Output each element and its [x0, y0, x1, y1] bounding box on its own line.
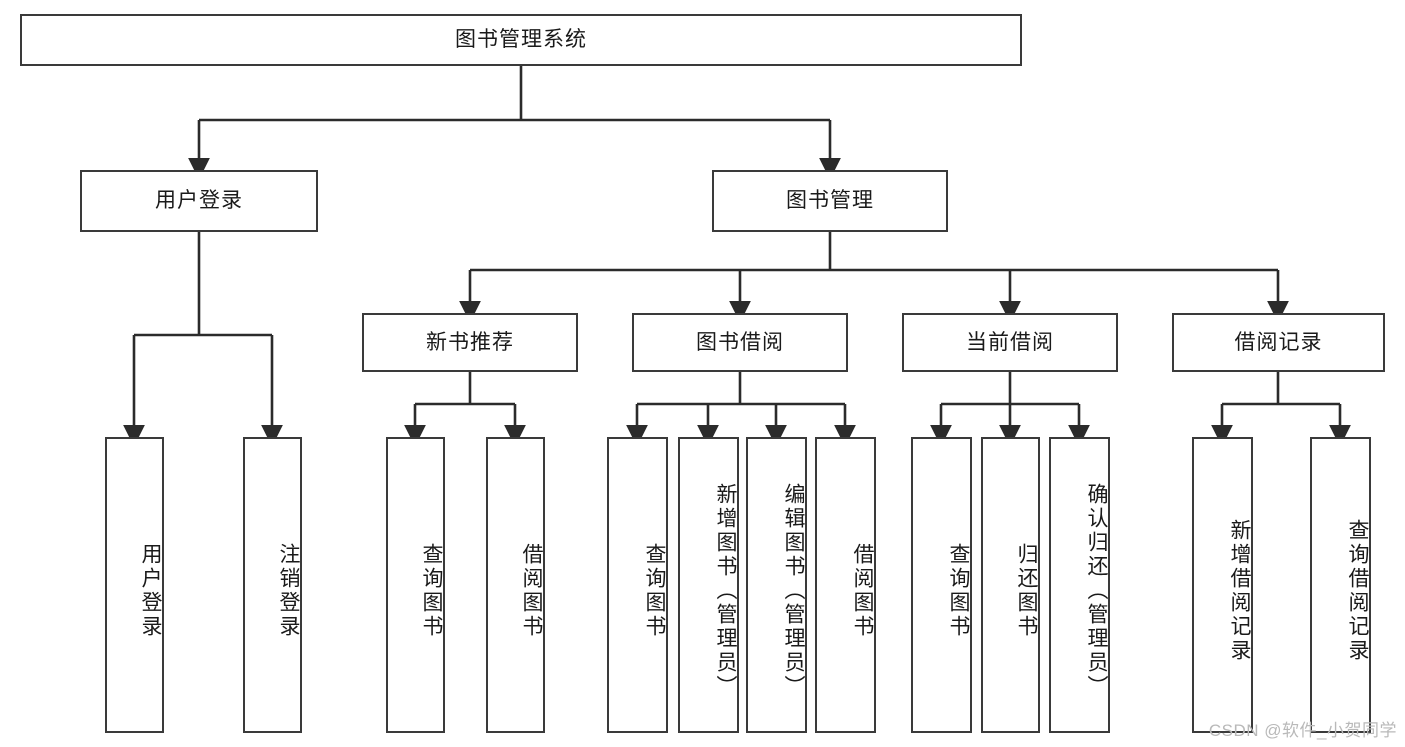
node-leaf-current-borrow-query[interactable]: 查询图书 — [911, 437, 972, 733]
node-root-book-management-system[interactable]: 图书管理系统 — [20, 14, 1022, 66]
node-book-management[interactable]: 图书管理 — [712, 170, 948, 232]
node-label: 查询图书 — [420, 543, 443, 639]
node-label: 借阅记录 — [1234, 330, 1323, 354]
node-label: 用户登录 — [139, 543, 162, 639]
node-leaf-borrow-record-query[interactable]: 查询借阅记录 — [1310, 437, 1371, 733]
node-label: 图书管理系统 — [455, 28, 587, 52]
node-label: 借阅图书 — [520, 543, 543, 639]
node-leaf-user-login-login[interactable]: 用户登录 — [105, 437, 164, 733]
node-user-login[interactable]: 用户登录 — [80, 170, 318, 232]
node-leaf-new-book-query[interactable]: 查询图书 — [386, 437, 445, 733]
node-label: 图书管理 — [786, 189, 874, 213]
node-leaf-user-login-logout[interactable]: 注销登录 — [243, 437, 302, 733]
node-leaf-book-borrow-borrow[interactable]: 借阅图书 — [815, 437, 876, 733]
node-label: 新书推荐 — [426, 330, 514, 354]
node-borrow-record[interactable]: 借阅记录 — [1172, 313, 1385, 372]
node-leaf-book-borrow-add[interactable]: 新增图书（管理员） — [678, 437, 739, 733]
node-label: 当前借阅 — [966, 330, 1054, 354]
node-label: 借阅图书 — [851, 543, 874, 639]
node-label: 查询图书 — [643, 543, 666, 639]
node-leaf-current-borrow-confirm-return[interactable]: 确认归还（管理员） — [1049, 437, 1110, 733]
node-label: 新增借阅记录 — [1228, 519, 1251, 663]
node-label: 查询借阅记录 — [1346, 519, 1369, 663]
node-current-borrow[interactable]: 当前借阅 — [902, 313, 1118, 372]
node-leaf-book-borrow-edit[interactable]: 编辑图书（管理员） — [746, 437, 807, 733]
watermark: CSDN @软件_小贺同学 — [1208, 721, 1397, 740]
node-label: 用户登录 — [155, 189, 243, 213]
node-label: 归还图书 — [1015, 543, 1038, 639]
node-leaf-current-borrow-return[interactable]: 归还图书 — [981, 437, 1040, 733]
node-leaf-book-borrow-query[interactable]: 查询图书 — [607, 437, 668, 733]
node-book-borrow[interactable]: 图书借阅 — [632, 313, 848, 372]
node-label: 图书借阅 — [696, 330, 784, 354]
node-label: 编辑图书（管理员） — [782, 483, 805, 699]
node-label: 注销登录 — [277, 543, 300, 639]
node-leaf-new-book-borrow[interactable]: 借阅图书 — [486, 437, 545, 733]
node-label: 确认归还（管理员） — [1085, 483, 1108, 699]
node-label: 查询图书 — [947, 543, 970, 639]
node-label: 新增图书（管理员） — [714, 483, 737, 699]
node-new-book-recommend[interactable]: 新书推荐 — [362, 313, 578, 372]
node-leaf-borrow-record-add[interactable]: 新增借阅记录 — [1192, 437, 1253, 733]
